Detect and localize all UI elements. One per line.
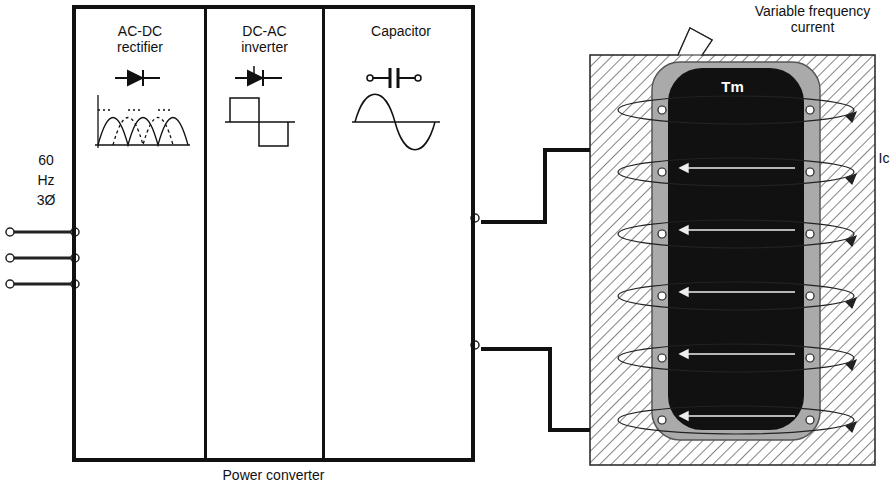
stage-title: Capacitor <box>361 23 441 39</box>
box-caption: Power converter <box>76 467 471 483</box>
capacitor-symbol <box>367 68 421 88</box>
furnace-body <box>590 28 875 465</box>
square-waveform <box>225 98 295 146</box>
converter-box: Power converterAC-DC rectifierDC-AC inve… <box>72 5 475 462</box>
stage-title: AC-DC rectifier <box>100 23 180 55</box>
sine-waveform <box>352 94 440 150</box>
molten-metal: Tm <box>590 55 875 465</box>
converter-stage: DC-AC inverter <box>204 9 322 462</box>
diode-symbol <box>115 70 160 86</box>
rectified-waveform <box>95 95 190 148</box>
induction-coil <box>618 96 856 434</box>
converter-stage: AC-DC rectifier <box>76 9 204 462</box>
power-cable <box>481 150 590 222</box>
converter-stage: Capacitor <box>322 9 477 462</box>
stage-title: DC-AC inverter <box>225 23 305 55</box>
supply-label: 60 Hz 3Ø <box>30 150 62 210</box>
power-cable <box>481 349 590 430</box>
coil-current-label: Ic <box>876 150 892 166</box>
temperature-label: Tm <box>590 79 875 95</box>
eddy-current-arrows <box>680 164 795 420</box>
current-label: Variable frequency current <box>745 3 880 35</box>
thyristor-symbol <box>235 66 282 86</box>
input-wires <box>6 228 79 288</box>
